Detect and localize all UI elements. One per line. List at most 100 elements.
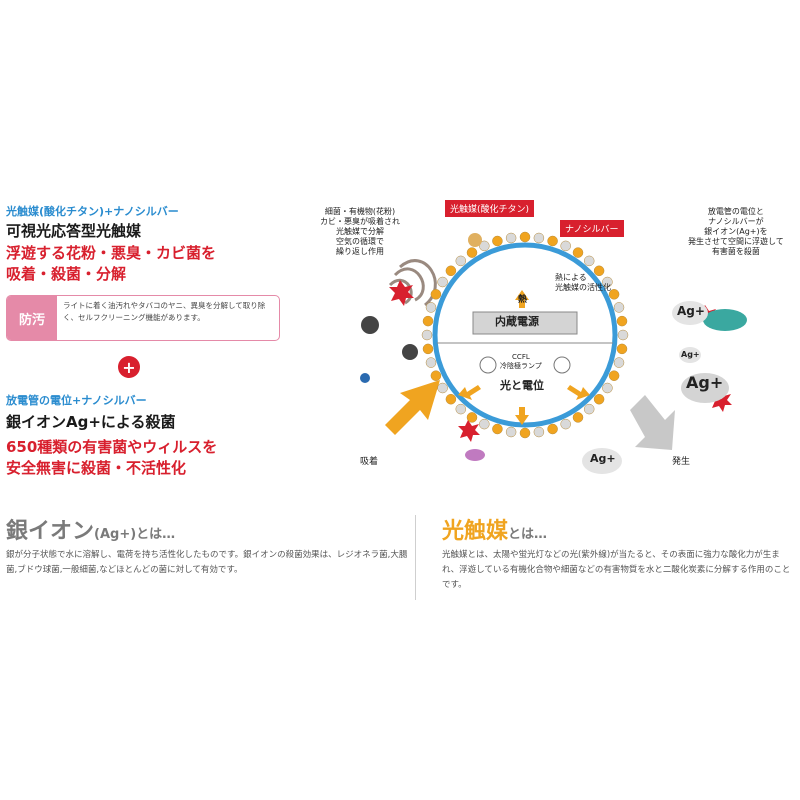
ag-bubble-1 [672,301,708,325]
catalyst-bead [505,426,517,438]
catalyst-bead [421,329,433,341]
catalyst-bead [430,289,442,300]
catalyst-bead [492,423,503,435]
antifouling-box: 防汚 ライトに着く油汚れやタバコのヤニ、異臭を分解して取り除く、セルフクリーニン… [6,295,280,341]
germ-splat-2 [458,420,480,442]
catalyst-bead [533,232,545,244]
catalyst-bead [492,235,503,247]
catalyst-bead [602,276,613,288]
catalyst-bead [547,235,558,247]
column-divider [415,515,416,600]
catalyst-bead [437,276,448,288]
silver-ion-benefit-line2: 安全無害に殺菌・不活性化 [6,459,187,477]
catalyst-bead [479,240,490,252]
catalyst-bead [608,370,620,381]
silver-ion-definition-text: 銀が分子状態で水に溶解し、電荷を持ち活性化したものです。銀イオンの殺菌効果は、レ… [6,550,408,575]
generate-arrow [630,395,675,450]
light-arrow-left [458,385,481,400]
device-ring [432,242,618,428]
catalyst-bead [533,426,545,438]
mechanism-diagram-graphic [360,231,747,474]
discharge-label-line4: 発生させて空間に浮遊して [688,237,784,246]
catalyst-bead [505,232,517,244]
bacteria-label: 細菌・有機物(花粉) カビ・悪臭が吸着され 光触媒で分解 空気の循環で 繰り返し… [320,207,400,257]
ccfl-label: CCFL 冷陰極ランプ [500,353,542,371]
adsorb-label: 吸着 [360,457,379,467]
adsorb-arrow [385,380,440,435]
heat-activation-label: 熱による 光触媒の活性化 [555,273,611,293]
catalyst-beads [421,231,629,439]
catalyst-bead [593,265,605,277]
ccfl-lamp-left [479,356,497,374]
titanium-tag: 光触媒(酸化チタン) [445,200,535,217]
discharge-label-line5: 有害菌を殺菌 [711,247,760,256]
catalyst-bead [583,403,595,415]
catalyst-bead [613,302,625,313]
catalyst-bead [445,393,457,405]
discharge-label: 放電管の電位と ナノシルバーが 銀イオン(Ag+)を 発生させて空間に浮遊して … [688,207,784,257]
photocatalyst-title: 可視光応答型光触媒 [6,222,142,240]
heat-activation-line1: 熱による [555,273,587,282]
ag-label-4: Ag+ [590,452,616,465]
silver-ion-definition-heading-suffix: (Ag+)とは… [94,527,176,542]
germ-icon-3 [360,373,370,383]
catalyst-bead [422,315,434,327]
catalyst-bead [479,418,490,430]
heat-activation-line2: 光触媒の活性化 [555,283,611,292]
discharge-label-line1: 放電管の電位と [707,207,764,216]
ccfl-lamp-right [553,356,571,374]
silver-ion-definition-heading: 銀イオン(Ag+)とは… [6,513,175,545]
bacteria-label-line3: 光触媒で分解 [336,227,384,236]
germ-splat-4 [710,390,732,412]
ag-label-3: Ag+ [686,373,724,392]
ag-bubble-2 [679,347,701,363]
catalyst-bead [608,289,620,300]
silver-ion-benefits: 650種類の有害菌やウィルスを 安全無害に殺菌・不活性化 [6,437,217,479]
bacteria-label-line2: カビ・悪臭が吸着され [320,217,400,226]
catalyst-bead [430,370,442,381]
power-label: 内蔵電源 [495,315,539,328]
mechanism-diagram: 細菌・有機物(花粉) カビ・悪臭が吸着され 光触媒で分解 空気の循環で 繰り返し… [300,195,800,485]
catalyst-bead [613,357,625,368]
photocatalyst-definition-heading-main: 光触媒 [442,519,509,544]
catalyst-bead [425,357,437,368]
catalyst-bead [425,302,437,313]
catalyst-bead [560,418,571,430]
ccfl-label-line1: CCFL [512,353,530,361]
bacteria-label-line5: 繰り返し作用 [336,247,384,256]
airflow-lines [388,259,437,307]
catalyst-bead [455,403,467,415]
photocatalyst-heading: 光触媒(酸化チタン)+ナノシルバー [6,205,179,218]
catalyst-bead [437,382,448,394]
antifouling-text: ライトに着く油汚れやタバコのヤニ、異臭を分解して取り除く、セルフクリーニング機能… [63,301,266,322]
bacteria-label-line4: 空気の循環で [336,237,384,246]
ag-label-2: Ag+ [681,350,700,359]
catalyst-bead [617,329,629,341]
generate-label: 発生 [672,457,691,467]
antifouling-tag: 防汚 [7,296,57,340]
photocatalyst-definition-heading: 光触媒とは… [442,513,547,545]
ag-bubble-3 [681,373,729,403]
catalyst-bead [466,247,478,258]
ccfl-label-line2: 冷陰極ランプ [500,362,542,370]
catalyst-bead [602,382,613,394]
catalyst-bead [572,247,584,258]
photocatalyst-definition-heading-suffix: とは… [508,527,548,542]
catalyst-bead [519,231,531,243]
silver-ion-benefit-line1: 650種類の有害菌やウィルスを [6,438,218,456]
catalyst-bead [547,423,558,435]
light-potential-label: 光と電位 [500,379,544,392]
ag-label-1: Ag+ [677,304,705,318]
silver-ion-definition-heading-main: 銀イオン [6,519,95,544]
germ-splat-1 [389,280,414,306]
catalyst-bead [466,412,478,423]
bacteria-icon [703,309,747,331]
light-arrow-right [567,385,590,400]
power-box [472,311,578,335]
photocatalyst-benefit-line2: 吸着・殺菌・分解 [6,265,127,283]
photocatalyst-benefits: 浮遊する花粉・悪臭・カビ菌を 吸着・殺菌・分解 [6,243,216,285]
nanosilver-tag: ナノシルバー [560,220,624,237]
catalyst-bead [593,393,605,405]
catalyst-bead [422,343,434,355]
heat-arrow-up [515,290,529,308]
